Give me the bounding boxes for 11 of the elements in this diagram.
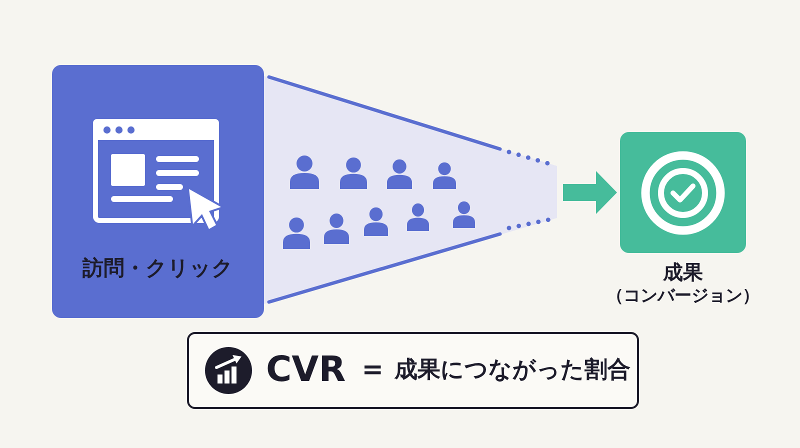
funnel-shape bbox=[264, 75, 560, 305]
equals-sign: = bbox=[362, 356, 384, 386]
node-caption: 成果 bbox=[663, 259, 703, 285]
node-label: 訪問・クリック bbox=[82, 255, 234, 282]
formula-box bbox=[187, 332, 639, 409]
result-tile bbox=[620, 132, 746, 253]
node-caption: （コンバージョン） bbox=[606, 285, 760, 307]
arrow bbox=[563, 171, 617, 214]
term-label: CVR bbox=[266, 350, 346, 391]
definition-text: 成果につながった割合 bbox=[394, 357, 631, 384]
visit-card bbox=[52, 65, 264, 318]
